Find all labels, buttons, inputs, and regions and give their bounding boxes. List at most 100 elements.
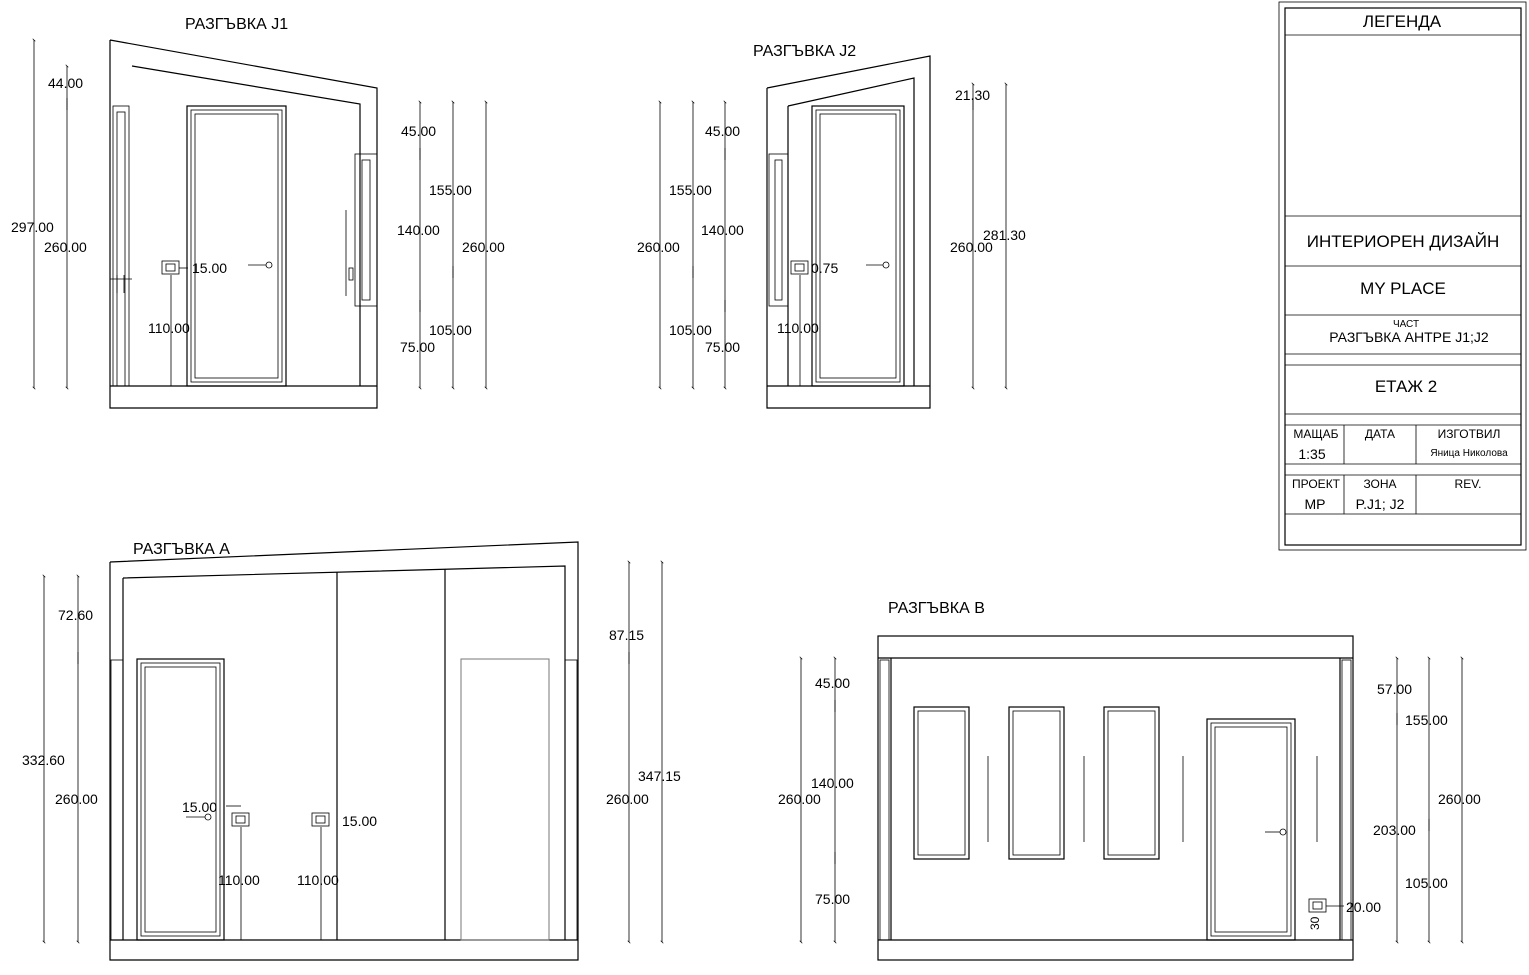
light-switch-icon [311,812,330,827]
discipline-label: ИНТЕРИОРЕН ДИЗАЙН [1307,232,1500,251]
j1-side-panel-inner [361,159,371,301]
dimension-label: 30 [1308,916,1322,930]
project-label: ПРОЕКТ [1292,477,1341,491]
b-glass-panel [1008,706,1065,860]
door-handle-icon [248,261,273,269]
part-value: РАЗГЪВКА АНТРЕ J1;J2 [1329,329,1489,345]
dimension-label: 260.00 [1438,791,1481,807]
dimension-label: 297.00 [11,219,54,235]
dimension-label: 20.00 [1346,899,1381,915]
dimension-label: 57.00 [1377,681,1412,697]
elevation-b-title: РАЗГЪВКА В [888,600,985,617]
dimension-label: 105.00 [669,322,712,338]
dimension-label: 75.00 [705,339,740,355]
dimension-label: 140.00 [701,222,744,238]
b-glass-panel-inner [917,710,966,856]
dimension-label: 87.15 [609,627,644,643]
part-label: ЧАСТ [1393,319,1419,330]
j1-door-frame-inner [190,109,283,383]
a-door-frame [136,658,225,941]
a-side-door [460,658,550,941]
j2-door-frame [811,105,905,387]
door-handle-icon [1265,828,1287,836]
a-door-frame-inner [140,662,221,937]
dimension-label: 260.00 [462,239,505,255]
a-right-jamb [564,659,578,941]
elevation-j1-title: РАЗГЪВКА J1 [185,16,288,33]
j2-side-panel-inner [774,159,783,301]
project-name: MY PLACE [1360,279,1446,298]
j1-left-jamb-inner [116,111,126,387]
legend-header: ЛЕГЕНДА [1363,12,1442,31]
j2-door-panel [819,113,897,379]
j1-ceiling-line [131,65,361,386]
b-glass-panel-inner [1107,710,1156,856]
date-label: ДАТА [1365,427,1395,441]
dimension-label: 281.30 [983,227,1026,243]
elevation-a-title: РАЗГЪВКА А [133,541,230,558]
dimension-label: 110.00 [777,320,819,336]
dimension-label: 45.00 [401,123,436,139]
dimension-label: 15.00 [192,260,227,276]
j2-ceiling-line [787,77,915,386]
dimension-label: 140.00 [397,222,440,238]
a-ceiling-line [122,565,566,940]
b-door-panel [1214,726,1288,933]
wall-section-mark-icon [110,275,132,293]
dimension-label: 110.00 [297,872,339,888]
dimension-label: 260.00 [606,791,649,807]
dimension-label: 45.00 [815,675,850,691]
b-glass-panel-inner [1012,710,1061,856]
dimension-label: 45.00 [705,123,740,139]
title-block: ЛЕГЕНДА ИНТЕРИОРЕН ДИЗАЙН MY PLACE ЧАСТ … [1278,1,1527,551]
b-right-jamb [1341,659,1352,941]
light-switch-icon [231,812,250,827]
j1-door-frame [186,105,287,387]
b-door-frame-inner [1210,722,1292,937]
j1-side-panel [354,153,378,307]
dimension-label: 105.00 [429,322,472,338]
dimension-label: 260.00 [44,239,87,255]
dimension-label: 260.00 [950,239,993,255]
scale-value: 1:35 [1298,446,1325,462]
j2-side-panel [768,153,789,307]
door-handle-icon [186,813,212,821]
elevation-a: РАЗГЪВКА А 72.60 [22,541,681,961]
j1-bar-handle-stop [348,267,354,281]
dimension-label: 44.00 [48,75,83,91]
j1-door-panel [194,113,279,379]
scale-label: МАЩАБ [1293,427,1338,441]
elevation-j2-title: РАЗГЪВКА J2 [753,43,856,60]
dimension-label: 21.30 [955,87,990,103]
dimension-label: 260.00 [778,791,821,807]
dimension-label: 260.00 [637,239,680,255]
dimension-label: 75.00 [400,339,435,355]
b-glass-panel [913,706,970,860]
zone-label: ЗОНА [1363,477,1396,491]
dimension-label: 347.15 [638,768,681,784]
light-switch-icon [790,260,809,275]
title-block-inner-border [1284,7,1522,546]
dimension-label: 155.00 [429,182,472,198]
dimension-label: 110.00 [218,872,260,888]
dimension-label: 155.00 [1405,712,1448,728]
dimension-label: 110.00 [148,320,190,336]
a-left-jamb [110,659,124,941]
dimension-label: 75.00 [815,891,850,907]
b-glass-panel [1103,706,1160,860]
dimension-label: 72.60 [58,607,93,623]
author-label: ИЗГОТВИЛ [1438,427,1501,441]
j1-left-jamb [112,105,130,387]
a-door-panel [144,666,217,933]
dimension-label: 332.60 [22,752,65,768]
dimension-label: 155.00 [669,182,712,198]
door-handle-icon [866,261,890,269]
zone-value: P.J1; J2 [1356,496,1405,512]
elevation-j2: РАЗГЪВКА J2 45.00 155.00 140.00 260.00 [637,43,1026,409]
light-switch-icon [1308,898,1327,913]
project-value: MP [1305,496,1326,512]
dimension-label: 105.00 [1405,875,1448,891]
b-wall-outline [877,635,1354,961]
j2-door-frame-inner [815,109,901,383]
